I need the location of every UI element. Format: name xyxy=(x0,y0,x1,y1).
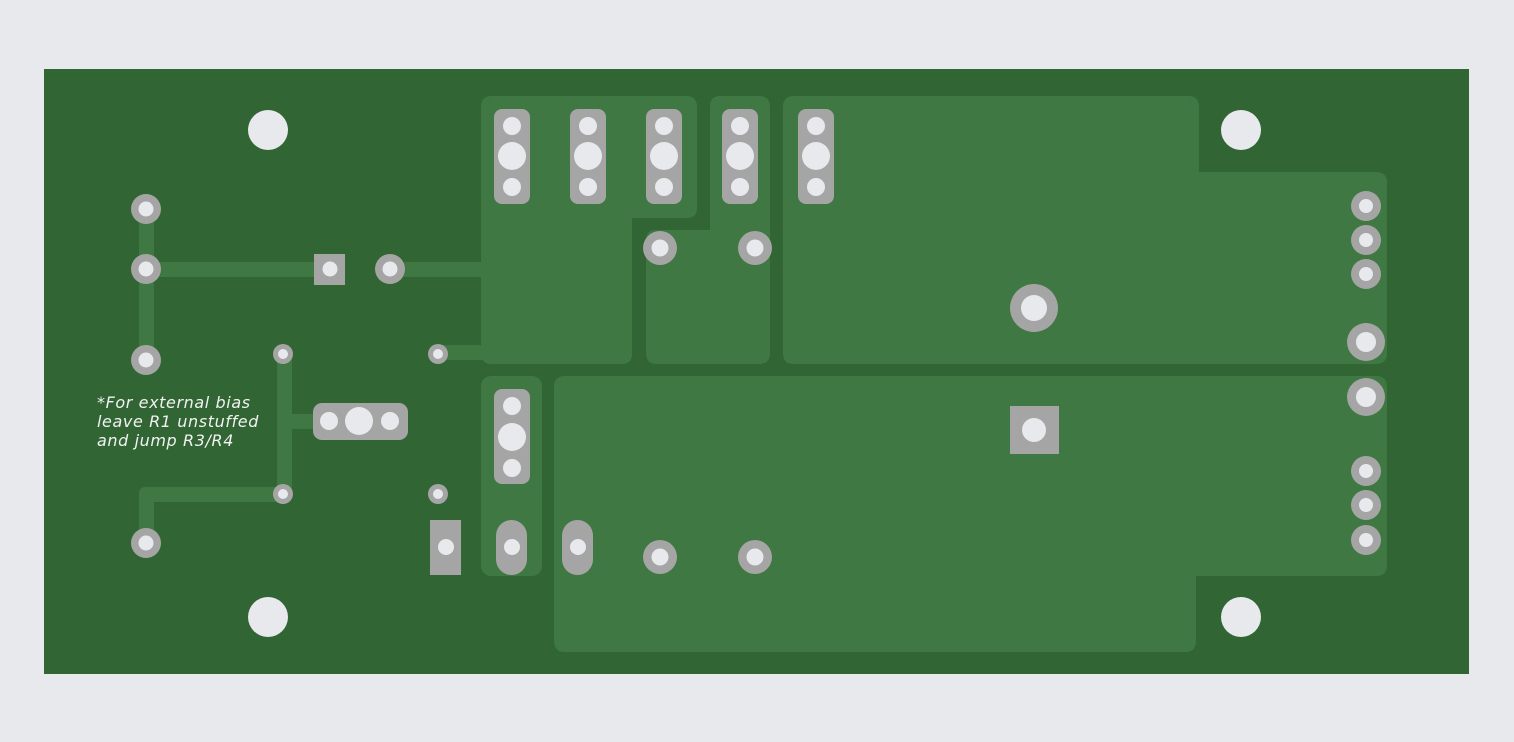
mounting-hole xyxy=(248,110,288,150)
edge-pad xyxy=(1351,225,1381,255)
footprint-upper-3 xyxy=(646,109,682,204)
trace xyxy=(139,209,154,360)
silkscreen-note: *For external bias leave R1 unstuffed an… xyxy=(97,393,259,450)
edge-pad xyxy=(1351,191,1381,221)
round-pad-large xyxy=(1010,284,1058,332)
edge-pad xyxy=(1351,259,1381,289)
via xyxy=(428,344,448,364)
edge-pad-large xyxy=(1347,378,1385,416)
edge-pad xyxy=(1351,456,1381,486)
copper-zone-lower-main xyxy=(554,376,1387,652)
silkscreen-note-line: and jump R3/R4 xyxy=(97,431,234,450)
via xyxy=(273,344,293,364)
round-pad xyxy=(643,231,677,265)
traces xyxy=(139,209,486,543)
round-pad xyxy=(643,540,677,574)
round-pad xyxy=(375,254,405,284)
footprint-upper-2 xyxy=(570,109,606,204)
round-pad xyxy=(131,345,161,375)
footprint-lower-1 xyxy=(494,389,530,484)
mounting-hole xyxy=(1221,597,1261,637)
trace xyxy=(139,487,284,502)
footprint-upper-4 xyxy=(722,109,758,204)
oval-pad xyxy=(562,520,593,575)
round-pad xyxy=(131,254,161,284)
round-pad xyxy=(131,194,161,224)
square-pad xyxy=(314,254,345,285)
square-pad-large xyxy=(1010,406,1059,454)
round-pad xyxy=(738,540,772,574)
via xyxy=(273,484,293,504)
edge-pad-large xyxy=(1347,323,1385,361)
mounting-hole xyxy=(248,597,288,637)
footprint-upper-5 xyxy=(798,109,834,204)
trace xyxy=(437,345,485,360)
round-pad xyxy=(738,231,772,265)
copper-pour-zones xyxy=(481,96,1387,652)
edge-pad xyxy=(1351,490,1381,520)
copper-zone-upper-left xyxy=(481,96,697,364)
silkscreen-note-line: *For external bias xyxy=(97,393,251,412)
footprint-trimmer xyxy=(313,403,408,440)
trace xyxy=(146,262,330,277)
silkscreen-note-line: leave R1 unstuffed xyxy=(97,412,259,431)
footprint-upper-1 xyxy=(494,109,530,204)
round-pad xyxy=(131,528,161,558)
rect-pad xyxy=(430,520,461,575)
mounting-holes xyxy=(248,110,1261,637)
mounting-hole xyxy=(1221,110,1261,150)
via xyxy=(428,484,448,504)
oval-pad xyxy=(496,520,527,575)
copper-zone-upper-right xyxy=(783,96,1387,364)
pads xyxy=(131,109,1385,575)
trace xyxy=(390,262,486,277)
edge-pad xyxy=(1351,525,1381,555)
